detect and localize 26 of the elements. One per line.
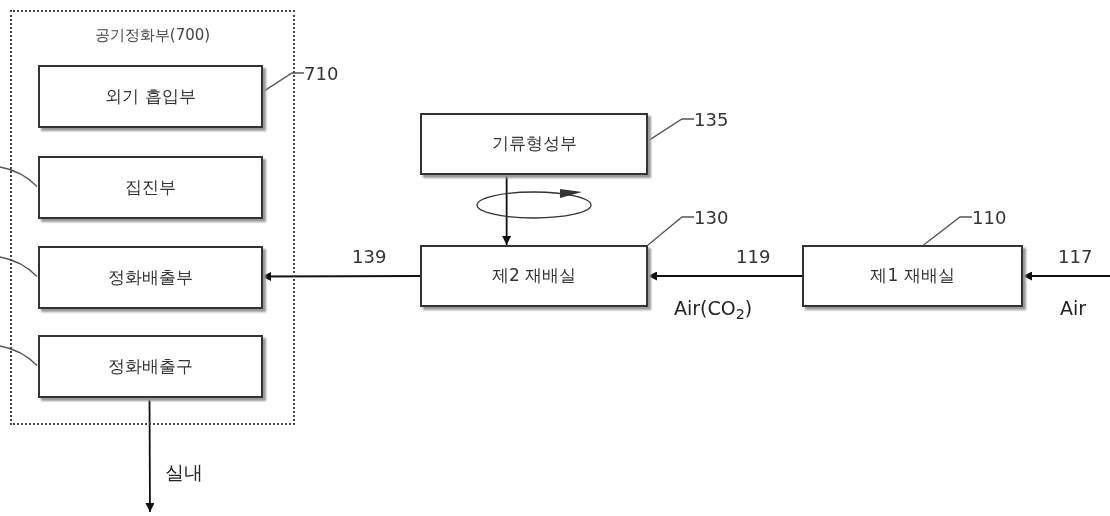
leader-line — [0, 256, 38, 278]
process-box: 정화배출구 — [38, 335, 263, 398]
reference-number: 135 — [694, 108, 734, 130]
leader-line — [0, 166, 38, 188]
reference-number: 139 — [352, 245, 387, 269]
leader-line — [922, 216, 973, 246]
arrow — [1022, 271, 1110, 281]
process-box: 제2 재배실 — [420, 245, 648, 307]
arrow — [502, 174, 512, 246]
reference-number: 117 — [1058, 245, 1093, 269]
leader-line — [647, 216, 695, 246]
reference-number: 110 — [972, 206, 1012, 228]
process-box: 외기 흡입부 — [38, 65, 263, 128]
arrow — [647, 271, 803, 281]
reference-number: 119 — [736, 245, 771, 269]
process-box: 집진부 — [38, 156, 263, 219]
process-box: 제1 재배실 — [802, 245, 1023, 307]
group-frame — [10, 10, 295, 425]
reference-number: 710 — [304, 62, 344, 84]
arrow — [145, 396, 155, 513]
leader-line — [0, 345, 38, 367]
group-title: 공기정화부(700) — [93, 25, 212, 46]
process-box: 기류형성부 — [420, 113, 648, 175]
reference-number: 130 — [694, 206, 734, 228]
process-box: 정화배출부 — [38, 246, 263, 309]
leader-line — [647, 118, 695, 142]
